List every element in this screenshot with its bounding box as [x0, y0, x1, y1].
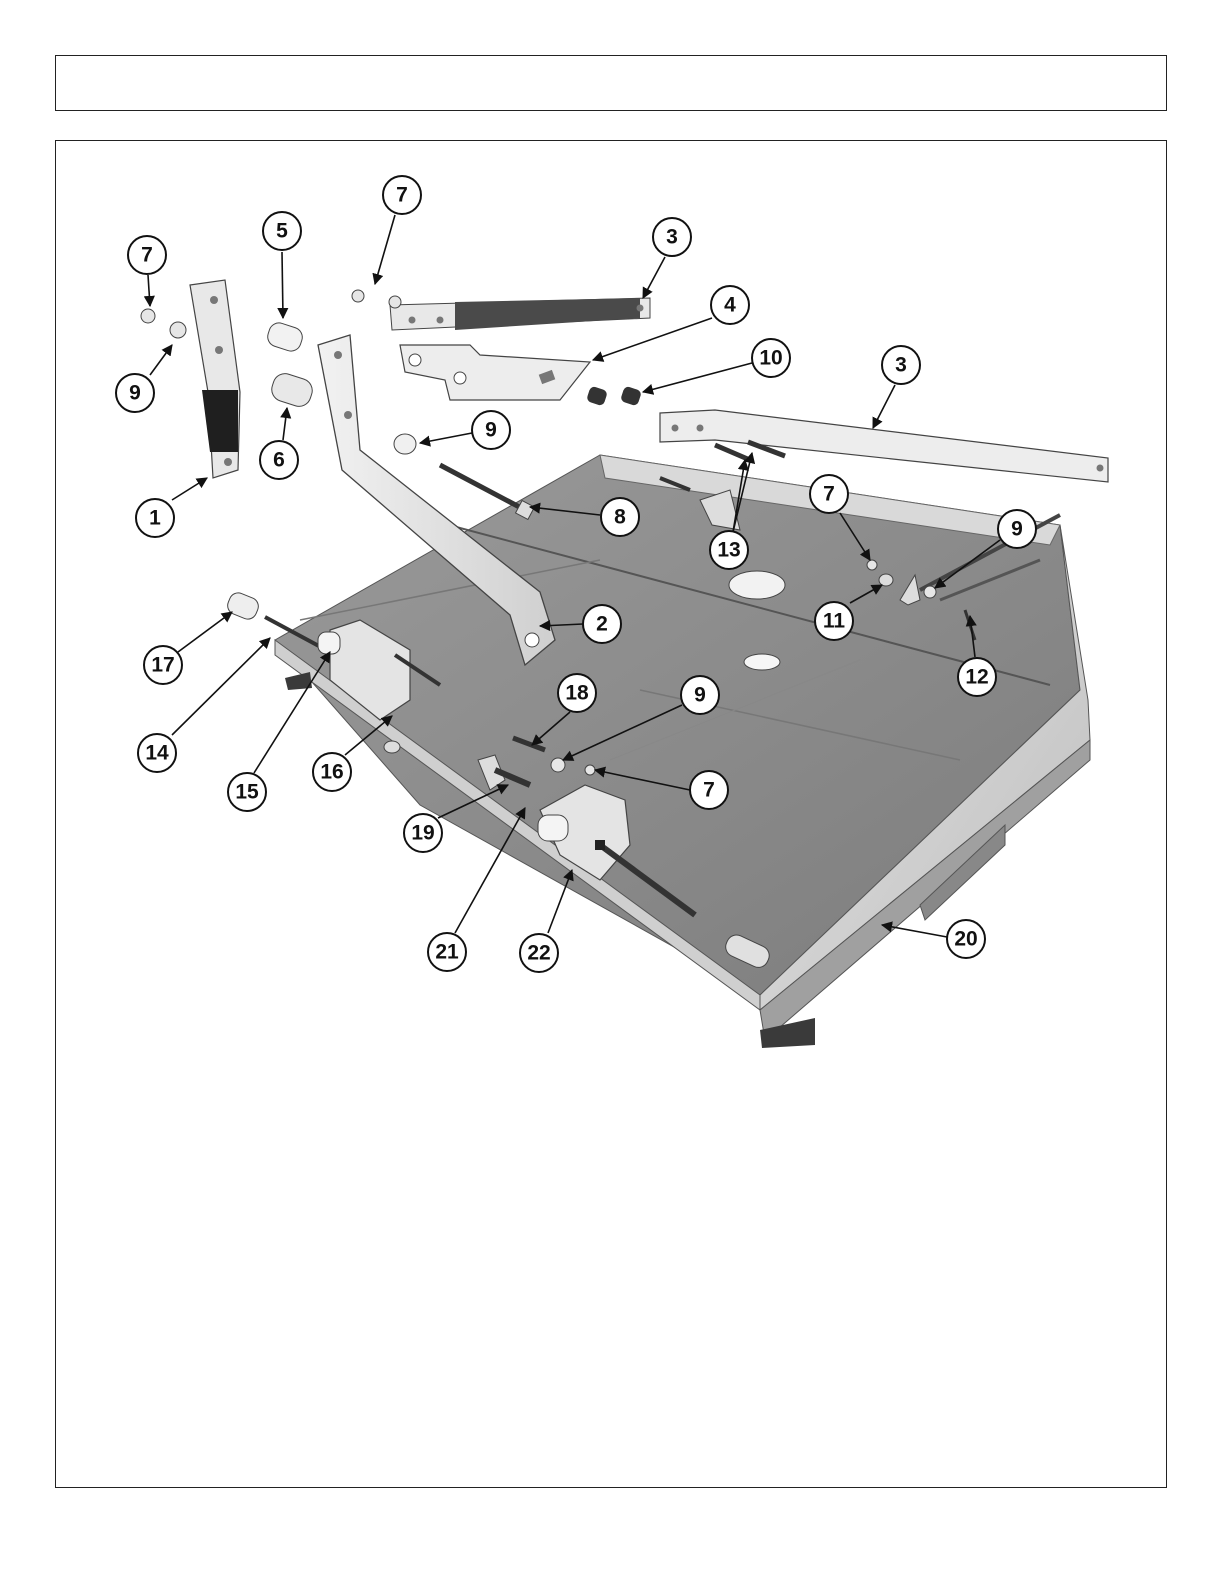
callout-9-a: 9	[116, 374, 154, 412]
callout-14: 14	[138, 734, 176, 772]
callout-1: 1	[136, 499, 174, 537]
svg-text:5: 5	[276, 220, 288, 243]
svg-text:14: 14	[145, 742, 169, 765]
svg-text:19: 19	[411, 822, 434, 845]
callout-18: 18	[558, 674, 596, 712]
callout-2: 2	[583, 605, 621, 643]
svg-text:10: 10	[759, 347, 782, 370]
callout-11: 11	[815, 602, 853, 640]
svg-text:1: 1	[149, 507, 161, 530]
callout-7-d: 7	[690, 771, 728, 809]
callout-9-d: 9	[681, 676, 719, 714]
callout-21: 21	[428, 933, 466, 971]
svg-text:16: 16	[320, 761, 343, 784]
svg-text:9: 9	[129, 382, 141, 405]
svg-text:12: 12	[965, 666, 988, 689]
callout-7-c: 7	[810, 475, 848, 513]
callout-4: 4	[711, 286, 749, 324]
part-3-top-link-upper	[390, 298, 650, 330]
svg-text:7: 7	[396, 184, 408, 207]
svg-text:4: 4	[724, 294, 736, 317]
svg-text:21: 21	[435, 941, 459, 964]
svg-text:15: 15	[235, 781, 259, 804]
part-6-bushing	[269, 371, 316, 410]
callout-3-b: 3	[882, 346, 920, 384]
svg-text:8: 8	[614, 506, 626, 529]
svg-text:7: 7	[823, 483, 835, 506]
callout-19: 19	[404, 814, 442, 852]
callout-17: 17	[144, 646, 182, 684]
svg-text:9: 9	[1011, 518, 1023, 541]
callout-9-b: 9	[472, 411, 510, 449]
callout-15: 15	[228, 773, 266, 811]
part-8-bolt	[440, 465, 534, 519]
svg-text:17: 17	[151, 654, 174, 677]
part-5-bushing	[265, 320, 305, 353]
callout-12: 12	[958, 658, 996, 696]
callout-3-a: 3	[653, 218, 691, 256]
callout-22: 22	[520, 934, 558, 972]
svg-text:18: 18	[565, 682, 589, 705]
part-1-link	[190, 280, 240, 478]
callout-20: 20	[947, 920, 985, 958]
svg-text:13: 13	[717, 539, 740, 562]
svg-text:11: 11	[823, 610, 846, 633]
svg-text:3: 3	[666, 226, 678, 249]
callout-7-b: 7	[383, 176, 421, 214]
part-3-top-link-long	[660, 410, 1108, 482]
callout-7-a: 7	[128, 236, 166, 274]
callout-16: 16	[313, 753, 351, 791]
callout-9-c: 9	[998, 510, 1036, 548]
part-4-bracket	[400, 345, 590, 400]
svg-text:6: 6	[273, 449, 285, 472]
callout-5: 5	[263, 212, 301, 250]
svg-text:3: 3	[895, 354, 907, 377]
svg-text:20: 20	[954, 928, 977, 951]
part-10-bushings	[586, 386, 642, 407]
callout-10: 10	[752, 339, 790, 377]
svg-text:2: 2	[596, 613, 608, 636]
svg-text:7: 7	[141, 244, 153, 267]
part-11-washer	[879, 574, 893, 586]
svg-text:9: 9	[694, 684, 706, 707]
callout-13: 13	[710, 531, 748, 569]
part-17-bushing	[225, 590, 261, 622]
svg-text:7: 7	[703, 779, 715, 802]
svg-text:22: 22	[527, 942, 550, 965]
callout-8: 8	[601, 498, 639, 536]
callout-6: 6	[260, 441, 298, 479]
svg-text:9: 9	[485, 419, 497, 442]
